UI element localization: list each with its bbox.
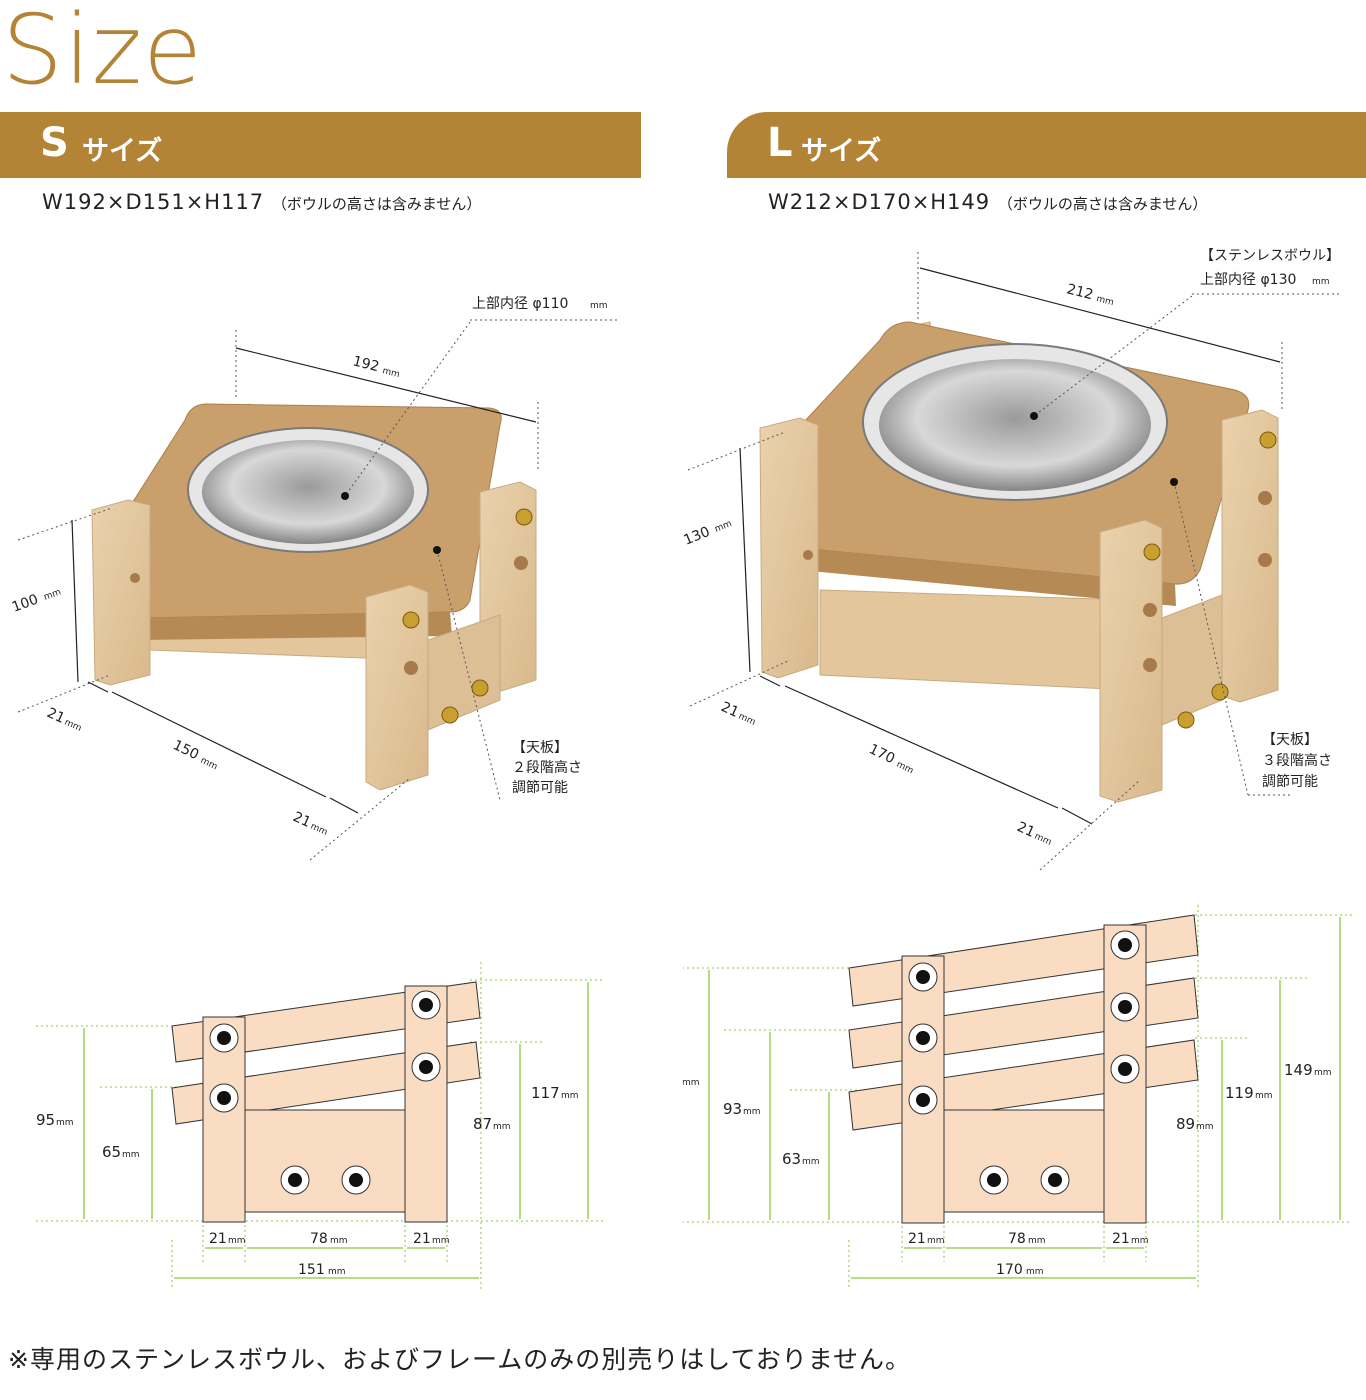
small-width-value: 192: [351, 353, 381, 375]
small-size-header: S サイズ: [0, 112, 641, 178]
small-bowl-diameter-unit: mm: [590, 301, 608, 311]
footer-note: ※専用のステンレスボウル、およびフレームのみの別売りはしておりません。: [8, 1345, 911, 1374]
small-leg-a-value: 21: [44, 705, 67, 727]
small-size-letter: S: [40, 120, 69, 166]
small-side-total-value: 151: [298, 1262, 325, 1278]
large-side-w2-value: 78: [1008, 1231, 1026, 1247]
large-side-w1-value: 21: [908, 1231, 926, 1247]
small-side-total-unit: mm: [328, 1267, 346, 1277]
large-side-h5-value: 119: [1225, 1084, 1254, 1102]
large-dimensions-note: （ボウルの高さは含みません）: [997, 195, 1208, 213]
small-height-value: 100: [10, 592, 41, 616]
large-side-h4-unit: mm: [1314, 1068, 1332, 1078]
large-side-h6-unit: mm: [1196, 1122, 1214, 1132]
small-top-callout-1: 【天板】: [512, 740, 568, 756]
small-leg-a-unit: mm: [63, 718, 83, 734]
large-side-w2-unit: mm: [1028, 1236, 1046, 1246]
large-depth-value: 170: [866, 741, 897, 767]
large-side-h4-value: 149: [1284, 1061, 1313, 1079]
large-side-total-unit: mm: [1026, 1267, 1044, 1277]
small-side-w1-value: 21: [209, 1231, 227, 1247]
large-side-h3-unit: mm: [802, 1157, 820, 1167]
small-top-callout-2: ２段階高さ: [512, 759, 582, 776]
large-side-w3-unit: mm: [1131, 1236, 1149, 1246]
small-side-h4-unit: mm: [493, 1122, 511, 1132]
large-side-total-value: 170: [996, 1262, 1023, 1278]
large-leg-a-value: 21: [718, 699, 741, 721]
large-side-h2-value: 93: [723, 1100, 742, 1118]
large-side-h1-unit: mm: [683, 1078, 700, 1088]
large-product-illustration: 【ステンレスボウル】 上部内径 φ130 mm 212 mm 130 mm 21…: [683, 248, 1340, 871]
small-dimensions-note: （ボウルの高さは含みません）: [271, 195, 482, 213]
small-product-illustration: 上部内径 φ110 mm 192 mm 100 mm 21 mm 150 mm …: [10, 296, 620, 861]
small-bowl-diameter-label: 上部内径 φ110: [472, 296, 568, 312]
small-side-h2-value: 65: [102, 1143, 121, 1161]
large-bowl-diameter-unit: mm: [1312, 277, 1330, 287]
large-side-diagram: 123 mm 93 mm 63 mm 149 mm 119 mm 89 mm 2…: [683, 905, 1352, 1290]
large-leg-b-value: 21: [1014, 819, 1037, 841]
large-bowl-callout-title: 【ステンレスボウル】: [1200, 248, 1340, 264]
page-title: Size: [2, 0, 204, 106]
small-side-w1-unit: mm: [228, 1236, 246, 1246]
small-side-h1-value: 95: [36, 1111, 55, 1129]
small-depth-unit: mm: [199, 756, 219, 773]
small-side-h4-value: 87: [473, 1115, 492, 1133]
small-height-unit: mm: [43, 587, 63, 602]
large-leg-b-unit: mm: [1033, 832, 1053, 848]
small-depth-value: 150: [170, 737, 201, 763]
small-side-w2-unit: mm: [330, 1236, 348, 1246]
large-bowl-diameter-label: 上部内径 φ130: [1200, 272, 1296, 288]
large-width-value: 212: [1065, 281, 1095, 303]
small-side-w3-value: 21: [413, 1231, 431, 1247]
large-width-unit: mm: [1095, 294, 1114, 308]
small-side-h3-value: 117: [531, 1084, 560, 1102]
small-leg-b-value: 21: [290, 809, 313, 831]
large-size-letter: L: [767, 120, 793, 166]
large-size-header: L サイズ: [727, 112, 1366, 178]
large-height-unit: mm: [713, 519, 733, 535]
small-side-w2-value: 78: [310, 1231, 328, 1247]
large-side-h3-value: 63: [782, 1150, 801, 1168]
small-size-word: サイズ: [82, 136, 163, 167]
small-width-unit: mm: [381, 366, 400, 380]
large-height-value: 130: [683, 524, 712, 549]
small-side-diagram: 95 mm 65 mm 117 mm 87 mm 21 mm 78 mm 21 …: [36, 962, 604, 1290]
small-dimensions-text: W192×D151×H117: [42, 190, 265, 214]
large-top-callout-2: ３段階高さ: [1262, 752, 1332, 769]
small-leg-b-unit: mm: [309, 822, 329, 838]
large-side-w3-value: 21: [1112, 1231, 1130, 1247]
large-top-callout-3: 調節可能: [1262, 773, 1318, 790]
large-side-h5-unit: mm: [1255, 1091, 1273, 1101]
large-side-h2-unit: mm: [743, 1107, 761, 1117]
large-dimensions: W212×D170×H149 （ボウルの高さは含みません）: [768, 190, 1207, 214]
large-top-callout-1: 【天板】: [1262, 732, 1318, 748]
large-side-h6-value: 89: [1176, 1115, 1195, 1133]
large-depth-unit: mm: [895, 760, 915, 777]
small-top-callout-3: 調節可能: [512, 779, 568, 796]
small-side-h1-unit: mm: [56, 1118, 74, 1128]
large-side-w1-unit: mm: [927, 1236, 945, 1246]
small-side-h2-unit: mm: [122, 1150, 140, 1160]
large-dimensions-text: W212×D170×H149: [768, 190, 991, 214]
small-side-h3-unit: mm: [561, 1091, 579, 1101]
small-dimensions: W192×D151×H117 （ボウルの高さは含みません）: [42, 190, 481, 214]
large-leg-a-unit: mm: [737, 712, 757, 728]
small-side-w3-unit: mm: [432, 1236, 450, 1246]
large-size-word: サイズ: [801, 136, 882, 167]
